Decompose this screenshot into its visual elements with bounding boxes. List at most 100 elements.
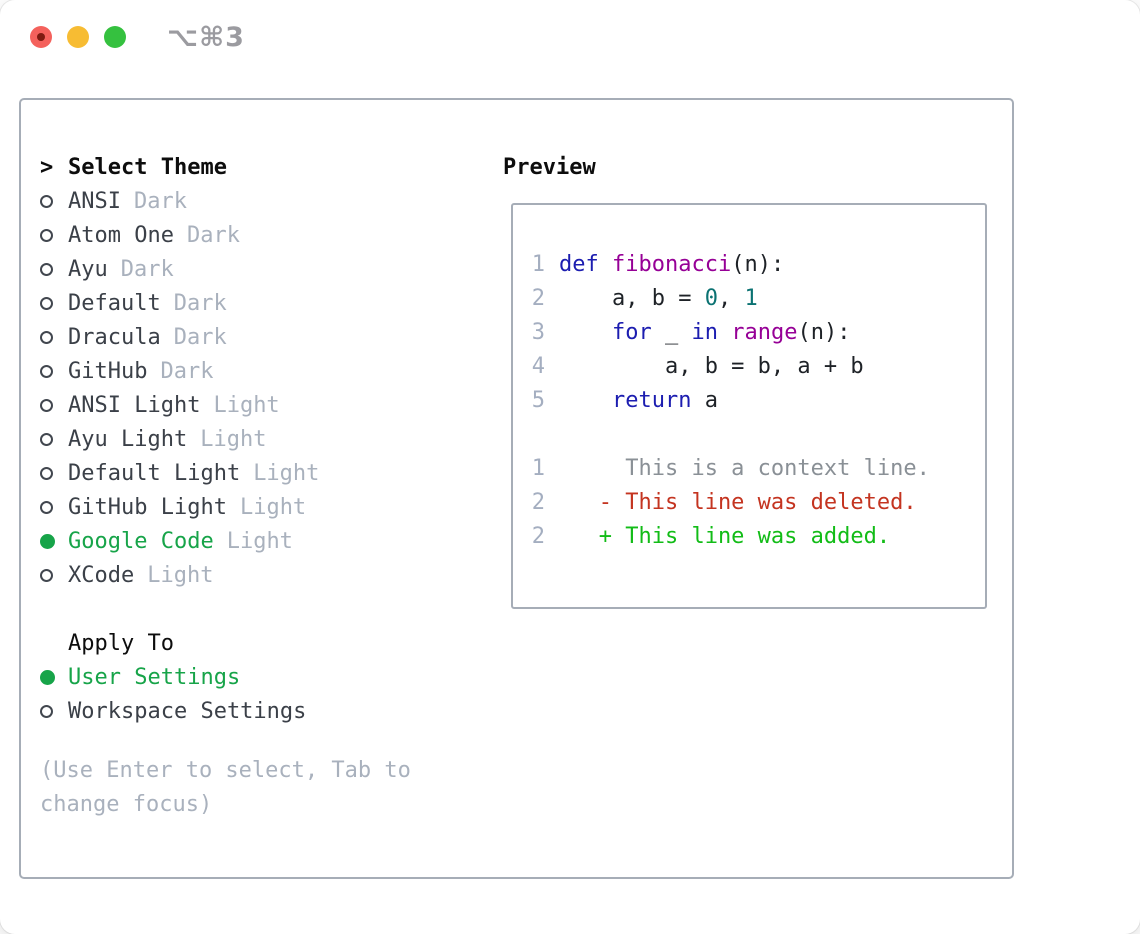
apply-option-label: User Settings (68, 664, 241, 690)
radio-slot (40, 398, 68, 412)
radio-slot (40, 330, 68, 344)
radio-slot (40, 262, 68, 276)
titlebar: ⌥⌘3 (0, 0, 1140, 74)
apply-to-header: Apply To (40, 626, 440, 660)
theme-variant-tag: Dark (173, 324, 227, 350)
theme-option[interactable]: ANSI Light Light (40, 388, 440, 422)
code-line: 3 for _ in range(n): (531, 315, 985, 349)
radio-slot (40, 364, 68, 378)
theme-option[interactable]: Dracula Dark (40, 320, 440, 354)
theme-name: Default Light (68, 460, 241, 486)
theme-name: GitHub (68, 358, 148, 384)
diff-line-context: 1 This is a context line. (531, 451, 985, 485)
theme-option[interactable]: XCode Light (40, 558, 440, 592)
code-line: 2 a, b = 0, 1 (531, 281, 985, 315)
radio-slot (40, 194, 68, 208)
prompt-caret-icon: > (40, 154, 54, 180)
diff-content: - This line was deleted. (559, 489, 917, 515)
radio-icon (40, 500, 53, 514)
preview-title: Preview (503, 154, 596, 180)
line-number: 3 (531, 319, 545, 345)
radio-slot (40, 704, 68, 718)
help-text: (Use Enter to select, Tab to change focu… (40, 758, 411, 817)
line-number: 2 (531, 489, 545, 515)
theme-variant-tag: Dark (133, 188, 187, 214)
theme-name: Ayu Light (68, 426, 188, 452)
radio-icon (40, 704, 53, 718)
blank-line (531, 417, 985, 451)
zoom-button[interactable] (104, 26, 126, 48)
radio-icon (40, 398, 53, 412)
radio-slot (40, 432, 68, 446)
code-line: 5 return a (531, 383, 985, 417)
radio-selected-icon (40, 533, 55, 549)
theme-variant-tag: Dark (160, 358, 214, 384)
radio-slot (40, 296, 68, 310)
close-button[interactable] (30, 26, 52, 48)
code-line: 4 a, b = b, a + b (531, 349, 985, 383)
theme-option[interactable]: Atom One Dark (40, 218, 440, 252)
theme-name: ANSI (68, 188, 121, 214)
apply-option[interactable]: User Settings (40, 660, 440, 694)
theme-option[interactable]: ANSI Dark (40, 184, 440, 218)
radio-slot (40, 500, 68, 514)
apply-to-title: Apply To (68, 630, 174, 656)
spacer (40, 592, 440, 626)
diff-content: This is a context line. (559, 455, 930, 481)
theme-name: ANSI Light (68, 392, 201, 418)
radio-icon (40, 296, 53, 310)
theme-variant-tag: Dark (120, 256, 174, 282)
theme-option[interactable]: Default Dark (40, 286, 440, 320)
radio-icon (40, 194, 53, 208)
line-number: 4 (531, 353, 545, 379)
line-number: 5 (531, 387, 545, 413)
theme-variant-tag: Dark (173, 290, 227, 316)
radio-icon (40, 432, 53, 446)
theme-variant-tag: Light (253, 460, 320, 486)
theme-name: Atom One (68, 222, 174, 248)
theme-name: Default (68, 290, 161, 316)
diff-preview: 1 This is a context line. 2 - This line w… (531, 451, 985, 553)
radio-icon (40, 330, 53, 344)
line-number: 2 (531, 285, 545, 311)
line-number: 1 (531, 455, 545, 481)
code-content: for _ in range(n): (611, 319, 851, 345)
theme-variant-tag: Dark (186, 222, 240, 248)
code-content: return a (611, 387, 718, 413)
apply-option[interactable]: Workspace Settings (40, 694, 440, 728)
diff-content: + This line was added. (559, 523, 891, 549)
diff-line-added: 2 + This line was added. (531, 519, 985, 553)
minimize-button[interactable] (67, 26, 89, 48)
theme-name: Dracula (68, 324, 161, 350)
radio-selected-icon (40, 669, 55, 685)
theme-name: Google Code (68, 528, 214, 554)
radio-slot (40, 568, 68, 582)
theme-name: XCode (68, 562, 135, 588)
radio-slot (40, 533, 68, 549)
theme-variant-tag: Light (213, 392, 280, 418)
radio-icon (40, 466, 53, 480)
radio-slot (40, 466, 68, 480)
traffic-lights (30, 26, 126, 48)
radio-icon (40, 364, 53, 378)
theme-option[interactable]: GitHub Dark (40, 354, 440, 388)
theme-variant-tag: Light (239, 494, 307, 520)
select-theme-header: > Select Theme (40, 150, 440, 184)
radio-icon (40, 568, 53, 582)
theme-option[interactable]: Default Light Light (40, 456, 440, 490)
apply-option-label: Workspace Settings (68, 698, 307, 724)
code-content: a, b = b, a + b (559, 353, 864, 379)
theme-variant-tag: Light (147, 562, 214, 588)
radio-slot (40, 228, 68, 242)
window-title: ⌥⌘3 (167, 22, 245, 53)
radio-icon (40, 262, 53, 276)
